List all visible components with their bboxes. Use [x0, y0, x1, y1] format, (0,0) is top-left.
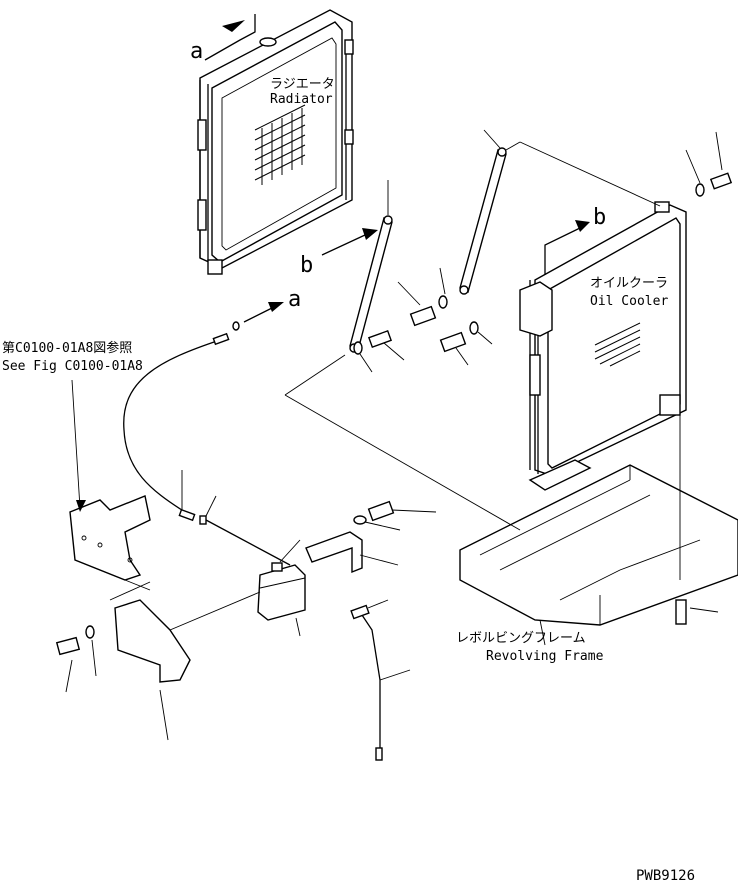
marker-b-right: b [593, 205, 606, 230]
revolving-frame [459, 464, 738, 646]
marker-a-top: a [190, 39, 203, 64]
fasteners [55, 131, 733, 693]
marker-a-mid: a [288, 287, 301, 312]
figure-code: PWB9126 [636, 868, 695, 884]
reserve-tank-assembly: a [123, 287, 411, 761]
marker-b-left: b [300, 253, 313, 278]
see-fig-label-en: See Fig C0100-01A8 [2, 359, 143, 374]
reference-lines [284, 141, 681, 580]
left-brackets [69, 379, 261, 741]
radiator-label-ja: ラジエータ [270, 77, 335, 92]
radiator: ラジエータ Radiator a [190, 9, 354, 275]
oil-cooler-label-ja: オイルクーラ [590, 276, 668, 291]
oil-cooler-label-en: Oil Cooler [590, 294, 668, 309]
see-fig-label-ja: 第C0100-01A8図参照 [2, 340, 132, 356]
radiator-label-en: Radiator [270, 92, 333, 107]
revolving-frame-label-ja: レボルビングフレーム [456, 631, 586, 646]
revolving-frame-label-en: Revolving Frame [486, 649, 604, 664]
oil-cooler: オイルクーラ Oil Cooler b [519, 201, 687, 491]
